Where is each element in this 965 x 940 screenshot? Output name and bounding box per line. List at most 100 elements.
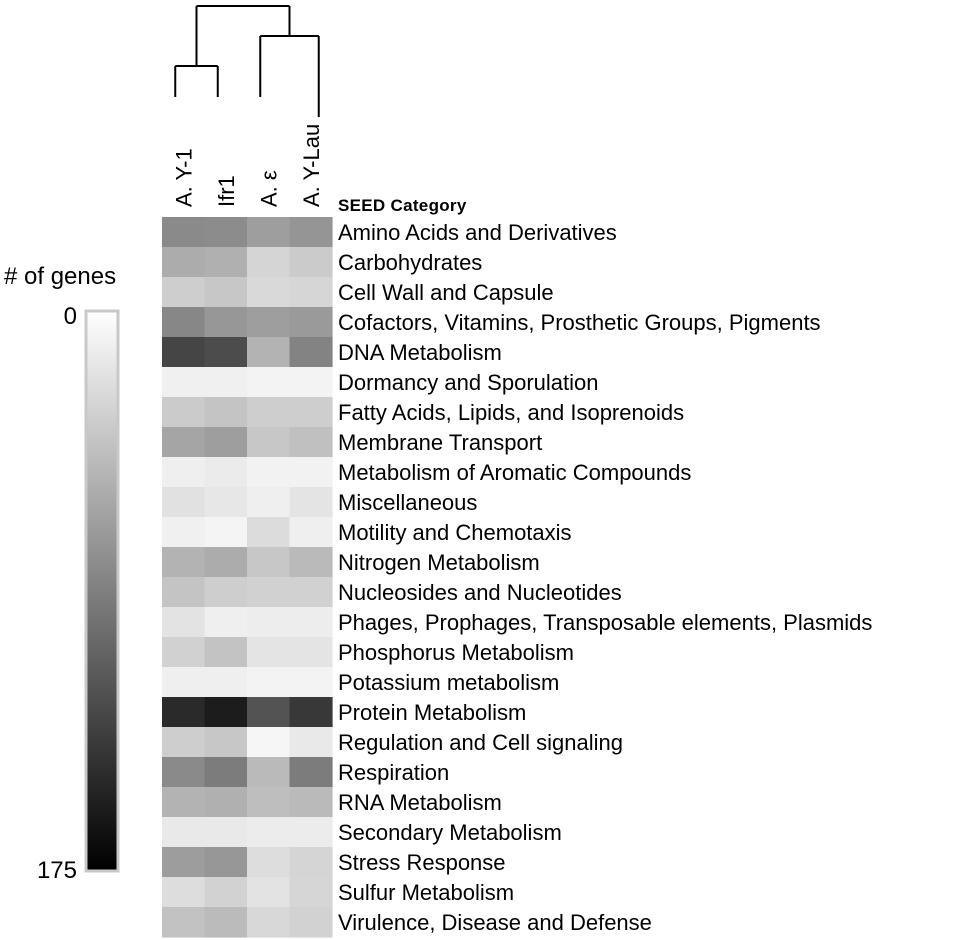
- column-label-3: A. ε: [256, 170, 281, 207]
- cell-nucleosides-and-nucleotides-1: [162, 577, 206, 608]
- cell-stress-response-3: [247, 847, 291, 878]
- color-scale-legend: # of genes 0 175: [4, 263, 120, 884]
- row-label-nucleosides-and-nucleotides: Nucleosides and Nucleotides: [338, 580, 622, 605]
- cell-phages-prophages-transposable-elements-plasmids-1: [162, 607, 206, 638]
- cell-phosphorus-metabolism-1: [162, 637, 206, 668]
- cell-sulfur-metabolism-4: [289, 877, 333, 908]
- cell-regulation-and-cell-signaling-4: [289, 727, 333, 758]
- legend-min-label: 0: [64, 303, 77, 330]
- cell-phosphorus-metabolism-2: [204, 637, 248, 668]
- cell-phages-prophages-transposable-elements-plasmids-2: [204, 607, 248, 638]
- cell-metabolism-of-aromatic-compounds-1: [162, 457, 206, 488]
- cell-secondary-metabolism-1: [162, 817, 206, 848]
- heatmap-cells: [162, 217, 333, 938]
- row-label-miscellaneous: Miscellaneous: [338, 490, 477, 515]
- cell-carbohydrates-3: [247, 247, 291, 278]
- cell-rna-metabolism-2: [204, 787, 248, 818]
- cell-rna-metabolism-1: [162, 787, 206, 818]
- cell-metabolism-of-aromatic-compounds-3: [247, 457, 291, 488]
- cell-rna-metabolism-3: [247, 787, 291, 818]
- row-label-dormancy-and-sporulation: Dormancy and Sporulation: [338, 370, 598, 395]
- row-label-sulfur-metabolism: Sulfur Metabolism: [338, 880, 514, 905]
- cell-motility-and-chemotaxis-4: [289, 517, 333, 548]
- cell-nitrogen-metabolism-4: [289, 547, 333, 578]
- cell-protein-metabolism-3: [247, 697, 291, 728]
- cell-cofactors-vitamins-prosthetic-groups-pigments-1: [162, 307, 206, 338]
- cell-dormancy-and-sporulation-1: [162, 367, 206, 398]
- cell-regulation-and-cell-signaling-1: [162, 727, 206, 758]
- cell-secondary-metabolism-4: [289, 817, 333, 848]
- legend-gradient-bar: [84, 309, 120, 873]
- cell-fatty-acids-lipids-and-isoprenoids-1: [162, 397, 206, 428]
- row-label-phosphorus-metabolism: Phosphorus Metabolism: [338, 640, 574, 665]
- cell-respiration-1: [162, 757, 206, 788]
- cell-secondary-metabolism-3: [247, 817, 291, 848]
- cell-dna-metabolism-3: [247, 337, 291, 368]
- row-label-membrane-transport: Membrane Transport: [338, 430, 542, 455]
- cell-potassium-metabolism-4: [289, 667, 333, 698]
- cell-nucleosides-and-nucleotides-4: [289, 577, 333, 608]
- cell-carbohydrates-2: [204, 247, 248, 278]
- row-label-fatty-acids-lipids-and-isoprenoids: Fatty Acids, Lipids, and Isoprenoids: [338, 400, 684, 425]
- cell-rna-metabolism-4: [289, 787, 333, 818]
- cell-dormancy-and-sporulation-2: [204, 367, 248, 398]
- cell-potassium-metabolism-1: [162, 667, 206, 698]
- cell-dormancy-and-sporulation-4: [289, 367, 333, 398]
- cell-miscellaneous-3: [247, 487, 291, 518]
- cell-membrane-transport-1: [162, 427, 206, 458]
- cell-dna-metabolism-4: [289, 337, 333, 368]
- cell-regulation-and-cell-signaling-2: [204, 727, 248, 758]
- cell-metabolism-of-aromatic-compounds-4: [289, 457, 333, 488]
- row-label-amino-acids-and-derivatives: Amino Acids and Derivatives: [338, 220, 617, 245]
- cell-stress-response-2: [204, 847, 248, 878]
- cell-virulence-disease-and-defense-1: [162, 907, 206, 938]
- row-label-motility-and-chemotaxis: Motility and Chemotaxis: [338, 520, 572, 545]
- cell-virulence-disease-and-defense-3: [247, 907, 291, 938]
- cell-secondary-metabolism-2: [204, 817, 248, 848]
- legend-title: # of genes: [4, 263, 116, 290]
- cell-fatty-acids-lipids-and-isoprenoids-3: [247, 397, 291, 428]
- row-label-carbohydrates: Carbohydrates: [338, 250, 482, 275]
- cell-dormancy-and-sporulation-3: [247, 367, 291, 398]
- row-label-secondary-metabolism: Secondary Metabolism: [338, 820, 562, 845]
- cell-potassium-metabolism-3: [247, 667, 291, 698]
- cell-amino-acids-and-derivatives-2: [204, 217, 248, 248]
- column-dendrogram: [174, 5, 320, 117]
- cell-protein-metabolism-1: [162, 697, 206, 728]
- cell-dna-metabolism-2: [204, 337, 248, 368]
- cell-fatty-acids-lipids-and-isoprenoids-4: [289, 397, 333, 428]
- row-label-stress-response: Stress Response: [338, 850, 506, 875]
- cell-metabolism-of-aromatic-compounds-2: [204, 457, 248, 488]
- cell-nitrogen-metabolism-3: [247, 547, 291, 578]
- cell-phosphorus-metabolism-3: [247, 637, 291, 668]
- cell-protein-metabolism-4: [289, 697, 333, 728]
- cell-virulence-disease-and-defense-4: [289, 907, 333, 938]
- cell-amino-acids-and-derivatives-3: [247, 217, 291, 248]
- column-label-2: Ifr1: [214, 175, 239, 207]
- row-label-cofactors-vitamins-prosthetic-groups-pigments: Cofactors, Vitamins, Prosthetic Groups, …: [338, 310, 821, 335]
- cell-respiration-3: [247, 757, 291, 788]
- row-label-phages-prophages-transposable-elements-plasmids: Phages, Prophages, Transposable elements…: [338, 610, 872, 635]
- cell-cell-wall-and-capsule-2: [204, 277, 248, 308]
- row-label-rna-metabolism: RNA Metabolism: [338, 790, 502, 815]
- seed-category-header: SEED Category: [338, 196, 467, 215]
- row-label-protein-metabolism: Protein Metabolism: [338, 700, 526, 725]
- cell-membrane-transport-4: [289, 427, 333, 458]
- cell-phages-prophages-transposable-elements-plasmids-4: [289, 607, 333, 638]
- cell-motility-and-chemotaxis-1: [162, 517, 206, 548]
- legend-max-label: 175: [37, 857, 77, 884]
- cell-respiration-4: [289, 757, 333, 788]
- cell-nitrogen-metabolism-2: [204, 547, 248, 578]
- cell-phages-prophages-transposable-elements-plasmids-3: [247, 607, 291, 638]
- cell-miscellaneous-1: [162, 487, 206, 518]
- cell-membrane-transport-3: [247, 427, 291, 458]
- row-label-nitrogen-metabolism: Nitrogen Metabolism: [338, 550, 540, 575]
- cell-sulfur-metabolism-1: [162, 877, 206, 908]
- cell-sulfur-metabolism-2: [204, 877, 248, 908]
- row-label-potassium-metabolism: Potassium metabolism: [338, 670, 559, 695]
- cell-cell-wall-and-capsule-3: [247, 277, 291, 308]
- cell-miscellaneous-2: [204, 487, 248, 518]
- cell-sulfur-metabolism-3: [247, 877, 291, 908]
- cell-protein-metabolism-2: [204, 697, 248, 728]
